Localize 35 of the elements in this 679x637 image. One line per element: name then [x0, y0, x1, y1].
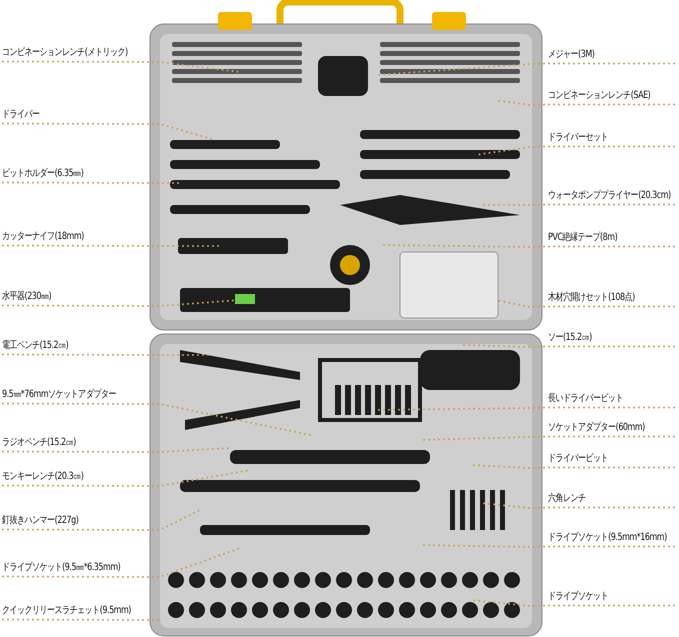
- leader-line: [2, 299, 241, 307]
- callout-label: 長いドライバービット: [548, 392, 624, 408]
- callout-label: 9.5㎜*76mmソケットアダプター: [2, 388, 150, 404]
- callout-label: ドライブソケット(9.5mm*16mm): [548, 531, 667, 547]
- callout-label: ドライバービット: [548, 452, 608, 468]
- callout-label: ラジオペンチ(15.2㎝): [2, 436, 150, 452]
- leader-line: [2, 60, 241, 73]
- callout-label: カッターナイフ(18mm): [2, 230, 150, 246]
- callout-label: ソケットアダプター(60mm): [548, 421, 645, 437]
- callout-label: 釘抜きハンマー(227g): [2, 514, 150, 530]
- callout-label: ドライバー: [2, 108, 150, 124]
- callout-label: メジャー(3M): [548, 48, 594, 64]
- callout-label: 木材穴開けセット(108点): [548, 291, 635, 307]
- leader-line: [2, 354, 211, 356]
- callout-label: モンキーレンチ(20.3㎝): [2, 470, 150, 486]
- callout-label: ビットホルダー(6.35㎜): [2, 167, 150, 183]
- leader-line: [2, 182, 179, 184]
- callout-label: PVC絶縁テープ(8m): [548, 231, 618, 247]
- leader-line: [2, 618, 161, 621]
- callout-label: ドライブソケット: [548, 590, 608, 606]
- callout-label: コンビネーションレンチ(SAE): [548, 89, 650, 105]
- leader-line: [2, 547, 241, 578]
- callout-label: コンビネーションレンチ(メトリック): [2, 46, 150, 62]
- callout-label: ソー(15.2㎝): [548, 331, 592, 347]
- leader-line: [2, 447, 231, 453]
- callout-label: 電工ペンチ(15.2㎝): [2, 339, 150, 355]
- callout-label: ドライバーセット: [548, 131, 608, 147]
- callout-label: ウォータポンププライヤー(20.3cm): [548, 189, 671, 205]
- callout-label: 水平器(230㎜): [2, 290, 150, 306]
- leader-line: [2, 244, 221, 247]
- leader-line: [2, 402, 311, 436]
- callout-label: クイックリリースラチェット(9.5mm): [2, 604, 150, 620]
- callout-label: 六角レンチ: [548, 492, 586, 508]
- leader-line: [2, 509, 201, 531]
- callout-label: ドライブソケット(9.5㎜*6.35mm): [2, 561, 150, 577]
